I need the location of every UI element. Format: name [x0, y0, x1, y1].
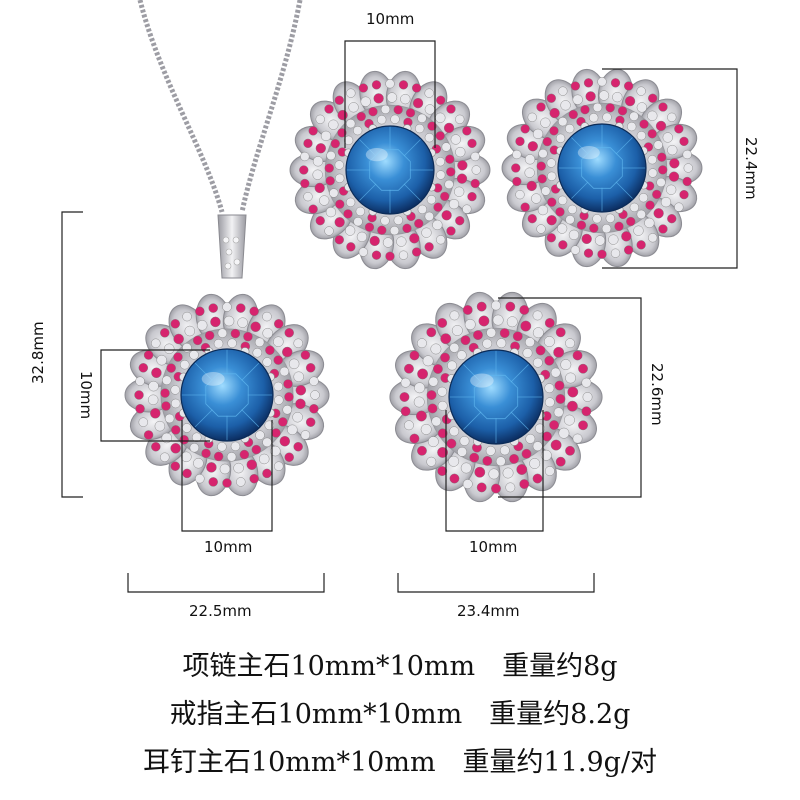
earring-stone-bracket [344, 40, 436, 148]
pendant-stone-width-label: 10mm [204, 538, 253, 556]
pendant-stone-height-label: 10mm [77, 370, 95, 420]
earring-left [289, 70, 491, 270]
earring-height-label: 22.4mm [742, 137, 760, 200]
pendant-stone-width-bracket [181, 420, 273, 532]
ring-height-label: 22.6mm [648, 363, 666, 426]
pendant-height-label: 32.8mm [29, 321, 47, 384]
earring-stone-label: 10mm [366, 10, 415, 28]
ring-width-label: 23.4mm [457, 602, 520, 620]
dimension-lines [61, 40, 738, 593]
caption-necklace: 项链主石10mm*10mm 重量约8g [182, 651, 618, 682]
ring-stone-bracket [445, 410, 544, 532]
pendant-width-label: 22.5mm [189, 602, 252, 620]
pendant-stone-height-bracket [100, 349, 210, 442]
earring-right [501, 68, 703, 268]
caption-ring: 戒指主石10mm*10mm 重量约8.2g [169, 699, 631, 730]
pendant-width-bracket [127, 573, 325, 593]
ring-stone-label: 10mm [469, 538, 518, 556]
pendant-height-bracket [61, 211, 83, 498]
pendant [124, 293, 330, 497]
pendant-bail [217, 214, 247, 279]
ring-width-bracket [397, 573, 595, 593]
ring-height-bracket [498, 297, 642, 498]
caption-earrings: 耳钉主石10mm*10mm 重量约11.9g/对 [142, 747, 658, 778]
necklace-chain [137, 0, 303, 213]
ring [389, 291, 603, 503]
earring-height-bracket [602, 68, 738, 269]
